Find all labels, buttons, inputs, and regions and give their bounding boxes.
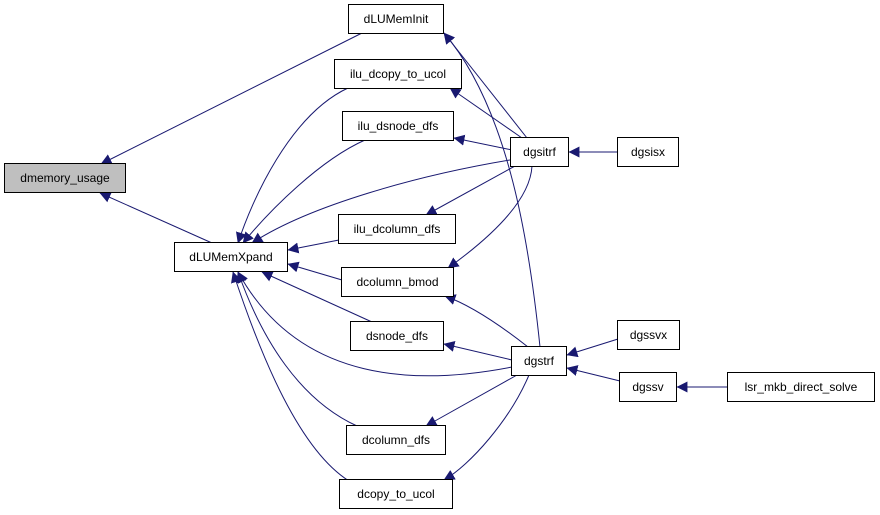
node-dcolumn-dfs[interactable]: dcolumn_dfs bbox=[346, 425, 446, 455]
node-dgssv[interactable]: dgssv bbox=[619, 372, 677, 402]
node-ilu-dcopy-to-ucol[interactable]: ilu_dcopy_to_ucol bbox=[334, 59, 462, 89]
edge-dgstrf-to-dcolumn-bmod bbox=[444, 294, 529, 348]
edge-dgsitrf-to-ilu-dcolumn-dfs bbox=[425, 165, 516, 216]
node-ilu-dcolumn-dfs[interactable]: ilu_dcolumn_dfs bbox=[338, 214, 456, 244]
edge-dlumeminit-to-dmemory-usage bbox=[100, 32, 363, 165]
edge-dcolumn-dfs-to-dlumemxpand bbox=[236, 271, 358, 427]
node-dcopy-to-ucol[interactable]: dcopy_to_ucol bbox=[339, 479, 453, 509]
edge-dgsitrf-to-dcolumn-bmod bbox=[447, 165, 533, 269]
edge-dsnode-dfs-to-dlumemxpand bbox=[261, 271, 373, 323]
edge-ilu-dcolumn-dfs-to-dlumemxpand bbox=[287, 239, 340, 254]
node-dgsitrf[interactable]: dgsitrf bbox=[510, 137, 569, 167]
edge-dgstrf-to-dsnode-dfs bbox=[443, 341, 513, 361]
edge-dcopy-to-ucol-to-dlumemxpand bbox=[231, 271, 350, 482]
node-dgstrf[interactable]: dgstrf bbox=[511, 346, 567, 376]
node-dlumeminit[interactable]: dLUMemInit bbox=[348, 4, 444, 34]
node-dcolumn-bmod[interactable]: dcolumn_bmod bbox=[341, 267, 454, 297]
edge-dgstrf-to-dcopy-to-ucol bbox=[443, 374, 530, 481]
edge-layer bbox=[99, 32, 728, 482]
node-dmemory-usage[interactable]: dmemory_usage bbox=[4, 163, 126, 193]
edge-dgsitrf-to-ilu-dsnode-dfs bbox=[453, 134, 513, 151]
edge-dgssvx-to-dgstrf bbox=[566, 338, 619, 358]
node-dlumemxpand[interactable]: dLUMemXpand bbox=[174, 242, 288, 272]
edge-dgssv-to-dgstrf bbox=[566, 365, 621, 382]
node-lsr-mkb-direct-solve[interactable]: lsr_mkb_direct_solve bbox=[727, 372, 875, 402]
node-dgsisx[interactable]: dgsisx bbox=[617, 137, 679, 167]
edge-dgstrf-to-dlumemxpand bbox=[237, 271, 513, 377]
edge-ilu-dcopy-to-ucol-to-dlumemxpand bbox=[236, 87, 349, 244]
edge-dgsitrf-to-ilu-dcopy-to-ucol bbox=[449, 87, 523, 139]
node-dgssvx[interactable]: dgssvx bbox=[617, 320, 680, 350]
edge-dlumemxpand-to-dmemory-usage bbox=[99, 192, 213, 244]
node-ilu-dsnode-dfs[interactable]: ilu_dsnode_dfs bbox=[342, 111, 454, 141]
edge-dgsitrf-to-dlumemxpand bbox=[251, 159, 511, 244]
edge-dgstrf-to-dcolumn-dfs bbox=[425, 374, 518, 427]
edge-dcolumn-bmod-to-dlumemxpand bbox=[287, 261, 343, 281]
edge-dgstrf-to-dlumeminit bbox=[443, 32, 541, 348]
node-dsnode-dfs[interactable]: dsnode_dfs bbox=[350, 321, 444, 351]
edge-ilu-dsnode-dfs-to-dlumemxpand bbox=[242, 139, 366, 244]
